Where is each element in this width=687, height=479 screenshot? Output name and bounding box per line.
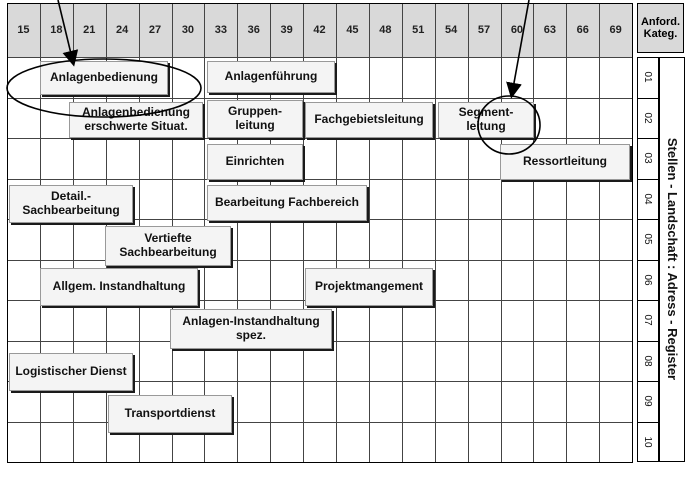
grid-vline — [303, 3, 304, 462]
job-box-anlagenfuehrung: Anlagenführung — [207, 61, 335, 93]
grid-border — [7, 3, 633, 463]
grid-vline — [402, 3, 403, 462]
job-box-einrichten: Einrichten — [207, 144, 303, 180]
grid-hline — [7, 138, 632, 139]
column-header-band — [7, 3, 632, 57]
row-separator — [637, 341, 659, 342]
arrow-right — [506, 0, 530, 99]
row-separator — [637, 98, 659, 99]
column-header-30: 30 — [181, 24, 195, 36]
column-header-51: 51 — [412, 24, 425, 36]
highlight-ellipse-left — [6, 58, 202, 118]
grid-hline — [7, 179, 632, 180]
row-separator — [637, 422, 659, 423]
grid-vline — [40, 3, 41, 462]
column-header-33: 33 — [214, 24, 227, 36]
column-header-45: 45 — [346, 24, 359, 36]
arrow-left — [57, 0, 79, 67]
column-header-57: 57 — [477, 24, 491, 36]
column-header-60: 60 — [510, 24, 524, 36]
column-header-24: 24 — [116, 24, 129, 36]
grid-hline — [7, 57, 632, 58]
column-header-66: 66 — [576, 24, 589, 36]
job-box-projektmangement: Projektmangement — [305, 268, 433, 306]
row-separator — [637, 138, 659, 139]
job-box-transportdienst: Transportdienst — [108, 395, 232, 433]
grid-vline — [237, 3, 238, 462]
grid-hline — [7, 422, 632, 423]
grid-vline — [599, 3, 600, 462]
side-label-column — [659, 57, 685, 462]
grid-vline — [533, 3, 534, 462]
grid-hline — [7, 381, 632, 382]
job-box-detail-sachbearbeitung: Detail.- Sachbearbeitung — [9, 185, 133, 223]
grid-vline — [369, 3, 370, 462]
grid-hline — [7, 260, 632, 261]
row-separator — [637, 381, 659, 382]
job-box-anlagen-instandhaltung-spez: Anlagen-Instandhaltung spez. — [170, 309, 332, 349]
row-separator — [637, 219, 659, 220]
row-separator — [637, 57, 659, 58]
column-header-69: 69 — [609, 24, 622, 36]
column-header-63: 63 — [543, 24, 556, 36]
job-box-bearbeitung-fachbereich: Bearbeitung Fachbereich — [207, 185, 367, 221]
column-header-39: 39 — [280, 24, 293, 36]
column-header-54: 54 — [445, 24, 458, 36]
job-box-anlagenbedienung-erschwert: Anlagenbedienung erschwerte Situat. — [69, 102, 203, 138]
column-header-42: 42 — [313, 24, 326, 36]
grid-vline — [566, 3, 567, 462]
job-box-fachgebietsleitung: Fachgebietsleitung — [305, 102, 433, 138]
grid-vline — [435, 3, 436, 462]
job-box-allgem-instandhaltung: Allgem. Instandhaltung — [40, 268, 198, 306]
category-header: Anford. Kateg. — [637, 3, 684, 53]
grid-vline — [501, 3, 502, 462]
job-box-anlagenbedienung: Anlagenbedienung — [40, 61, 168, 95]
grid-vline — [336, 3, 337, 462]
job-box-segmentleitung: Segment- leitung — [438, 102, 534, 138]
job-box-vertiefte-sachbearbeitung: Vertiefte Sachbearbeitung — [105, 226, 231, 266]
column-header-15: 15 — [17, 24, 30, 36]
column-header-48: 48 — [379, 24, 392, 36]
highlight-ellipse-right — [477, 95, 541, 155]
grid-vline — [468, 3, 469, 462]
job-box-ressortleitung: Ressortleitung — [500, 144, 630, 180]
job-box-logistischer-dienst: Logistischer Dienst — [9, 353, 133, 391]
column-header-36: 36 — [247, 24, 260, 36]
grid-hline — [7, 98, 632, 99]
grid-vline — [73, 3, 74, 462]
column-header-18: 18 — [50, 24, 63, 36]
job-box-gruppenleitung: Gruppen- leitung — [207, 100, 303, 138]
row-separator — [637, 179, 659, 180]
grid-vline — [270, 3, 271, 462]
row-separator — [637, 260, 659, 261]
column-header-27: 27 — [148, 24, 162, 36]
column-header-21: 21 — [83, 24, 96, 36]
row-separator — [637, 300, 659, 301]
